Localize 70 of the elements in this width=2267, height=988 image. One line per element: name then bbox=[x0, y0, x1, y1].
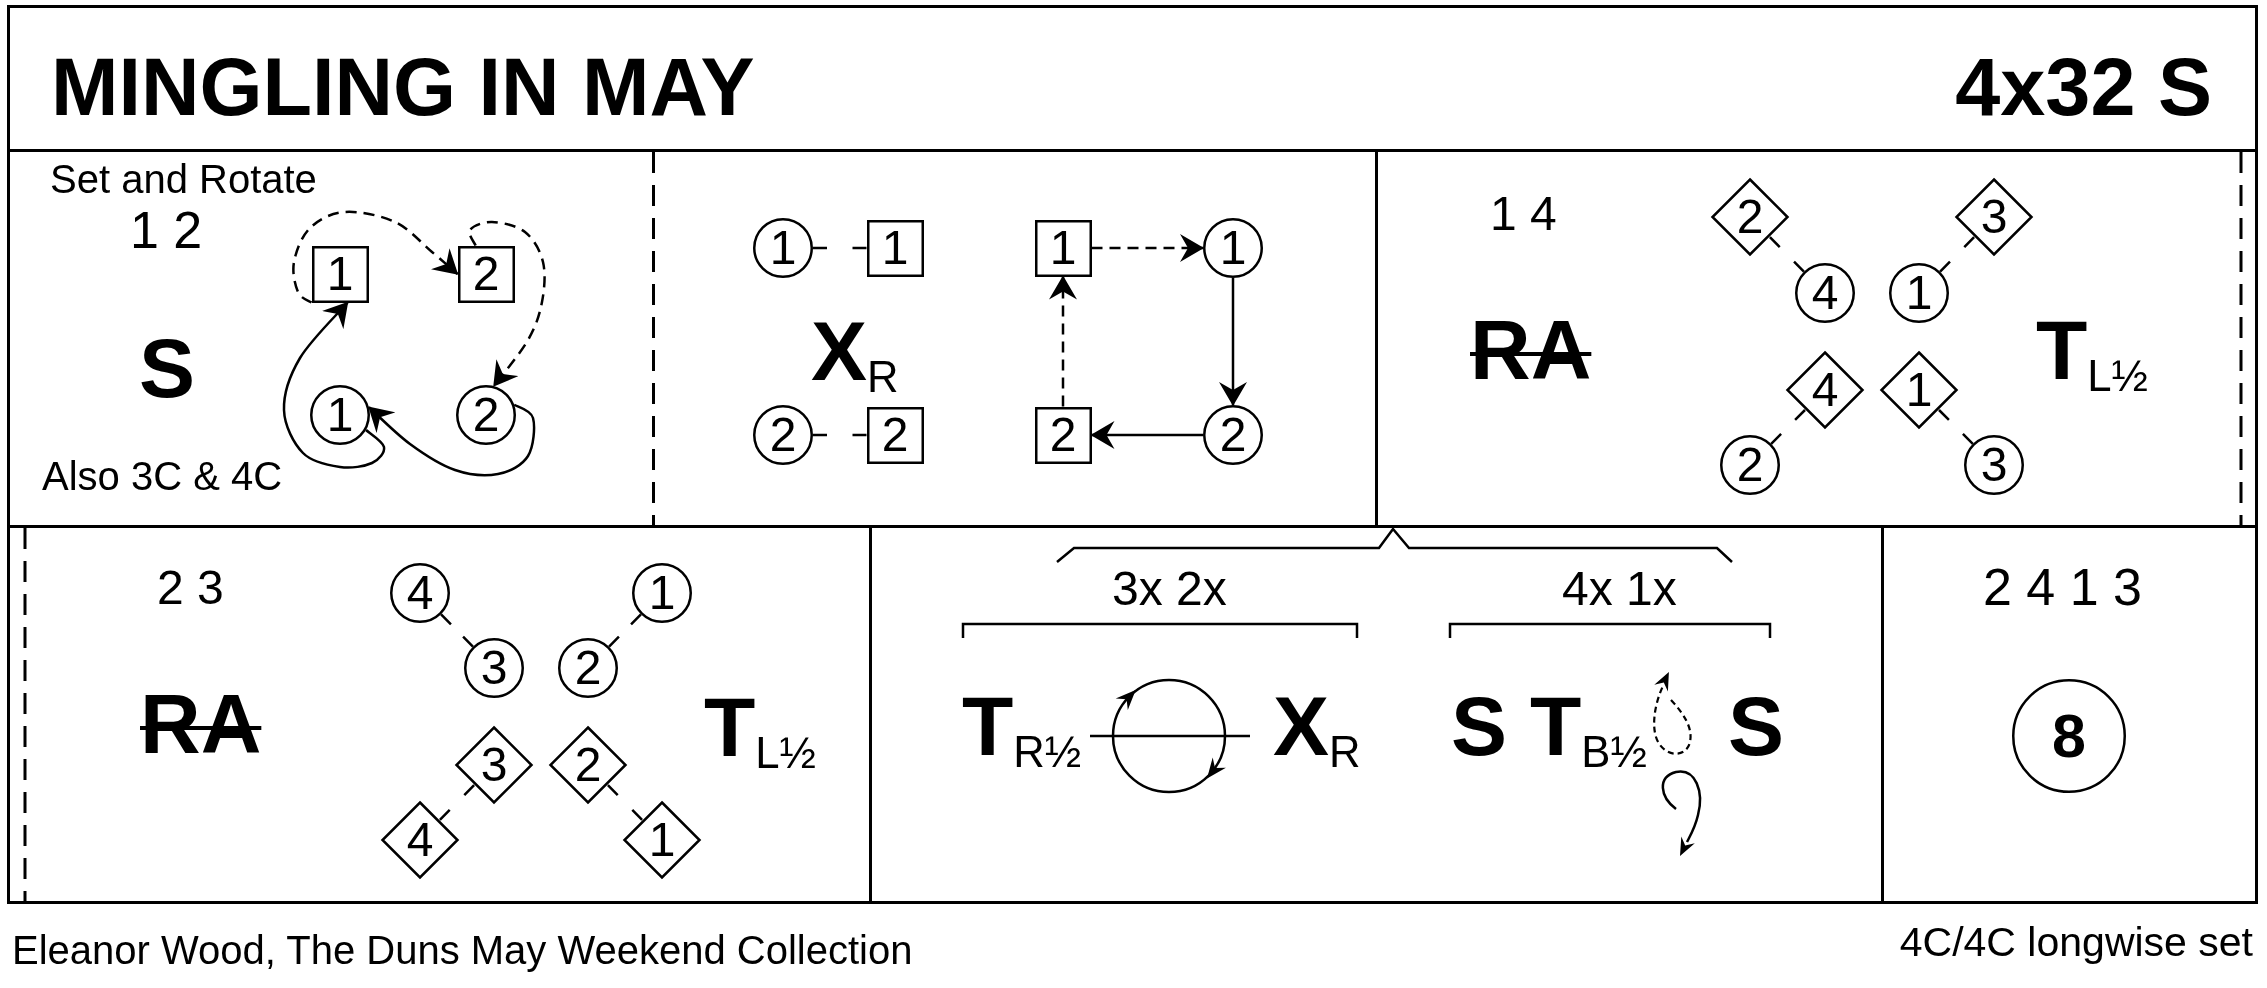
dancer-diamond: 4 bbox=[380, 800, 460, 880]
step-symbol: X$_{R}$ bbox=[811, 309, 899, 394]
step-symbol: RA bbox=[140, 682, 262, 767]
step-symbol: T$_{R½}$ bbox=[962, 684, 1082, 769]
step-symbol: T$_{L½}$ bbox=[704, 685, 817, 770]
step-symbol: S bbox=[139, 326, 196, 411]
dancer-square: 2 bbox=[866, 406, 924, 464]
couple-numbers: 1 2 bbox=[130, 204, 203, 257]
couple-numbers: 2 3 bbox=[157, 563, 224, 612]
source-credit: Eleanor Wood, The Duns May Weekend Collection bbox=[12, 929, 913, 970]
couple-label: 4x 1x bbox=[1562, 564, 1677, 613]
dancer-circle: 1 bbox=[753, 218, 813, 278]
arrow bbox=[1219, 278, 1247, 406]
step-symbol: S bbox=[1728, 684, 1785, 769]
set-format: 4C/4C longwise set bbox=[1899, 921, 2253, 963]
note: Also 3C & 4C bbox=[42, 455, 283, 496]
dancer-circle: 2 bbox=[753, 405, 813, 465]
arrow bbox=[1090, 421, 1203, 449]
dancer-circle: 1 bbox=[1203, 218, 1263, 278]
dancer-circle: 2 bbox=[558, 638, 618, 698]
dancer-diamond: 1 bbox=[622, 800, 702, 880]
dancer-square: 1 bbox=[311, 245, 369, 303]
figure-panel bbox=[1881, 525, 2258, 904]
dancer-diamond: 3 bbox=[1954, 177, 2034, 257]
dancer-diamond: 1 bbox=[1879, 350, 1959, 430]
dancer-square: 2 bbox=[457, 245, 515, 303]
dancer-circle: 1 bbox=[310, 385, 370, 445]
dancer-diamond: 3 bbox=[454, 725, 534, 805]
dancer-circle: 4 bbox=[1795, 263, 1855, 323]
dancer-circle: 2 bbox=[456, 385, 516, 445]
step-symbol: RA bbox=[1470, 308, 1592, 393]
dashed-arrow bbox=[292, 210, 459, 304]
step-symbol: X$_{R}$ bbox=[1273, 684, 1361, 769]
figure-panel bbox=[7, 525, 872, 904]
dashed-arrow bbox=[1091, 234, 1204, 262]
hand-link bbox=[1938, 409, 1974, 445]
dancer-diamond: 4 bbox=[1785, 350, 1865, 430]
couple-numbers: 2 4 1 3 bbox=[1983, 561, 2143, 614]
dance-format: 4x32 S bbox=[1955, 47, 2212, 129]
dancer-circle: 4 bbox=[390, 563, 450, 623]
dancer-circle: 3 bbox=[464, 638, 524, 698]
step-symbol: T$_{B½}$ bbox=[1530, 684, 1647, 769]
dancer-square: 1 bbox=[866, 219, 924, 277]
dashed-arrow bbox=[468, 220, 546, 387]
arrow bbox=[368, 403, 536, 477]
dashed-arrow bbox=[1049, 275, 1077, 407]
figure-name: Set and Rotate bbox=[50, 158, 317, 199]
dancer-circle: 2 bbox=[1203, 405, 1263, 465]
dancer-diamond: 2 bbox=[1710, 177, 1790, 257]
dancer-circle: 1 bbox=[632, 563, 692, 623]
circled-number: 8 bbox=[2012, 679, 2126, 793]
dancer-square: 1 bbox=[1034, 219, 1092, 277]
couple-label: 3x 2x bbox=[1112, 564, 1227, 613]
dance-title: MINGLING IN MAY bbox=[51, 47, 755, 129]
dancer-circle: 2 bbox=[1720, 435, 1780, 495]
dancer-circle: 3 bbox=[1964, 435, 2024, 495]
couple-numbers: 1 4 bbox=[1490, 189, 1557, 238]
hand-link bbox=[1770, 409, 1806, 445]
dancer-circle: 1 bbox=[1889, 263, 1949, 323]
hand-link bbox=[439, 784, 475, 821]
arrow bbox=[282, 301, 386, 469]
dancer-square: 2 bbox=[1034, 406, 1092, 464]
step-symbol: T$_{L½}$ bbox=[2036, 308, 2149, 393]
hand-link bbox=[440, 613, 474, 648]
dancer-diamond: 2 bbox=[548, 725, 628, 805]
hand-link bbox=[1769, 236, 1805, 273]
step-symbol: S bbox=[1451, 684, 1508, 769]
hand-link bbox=[608, 613, 642, 648]
hand-link bbox=[607, 784, 643, 821]
hand-link bbox=[1939, 236, 1975, 273]
